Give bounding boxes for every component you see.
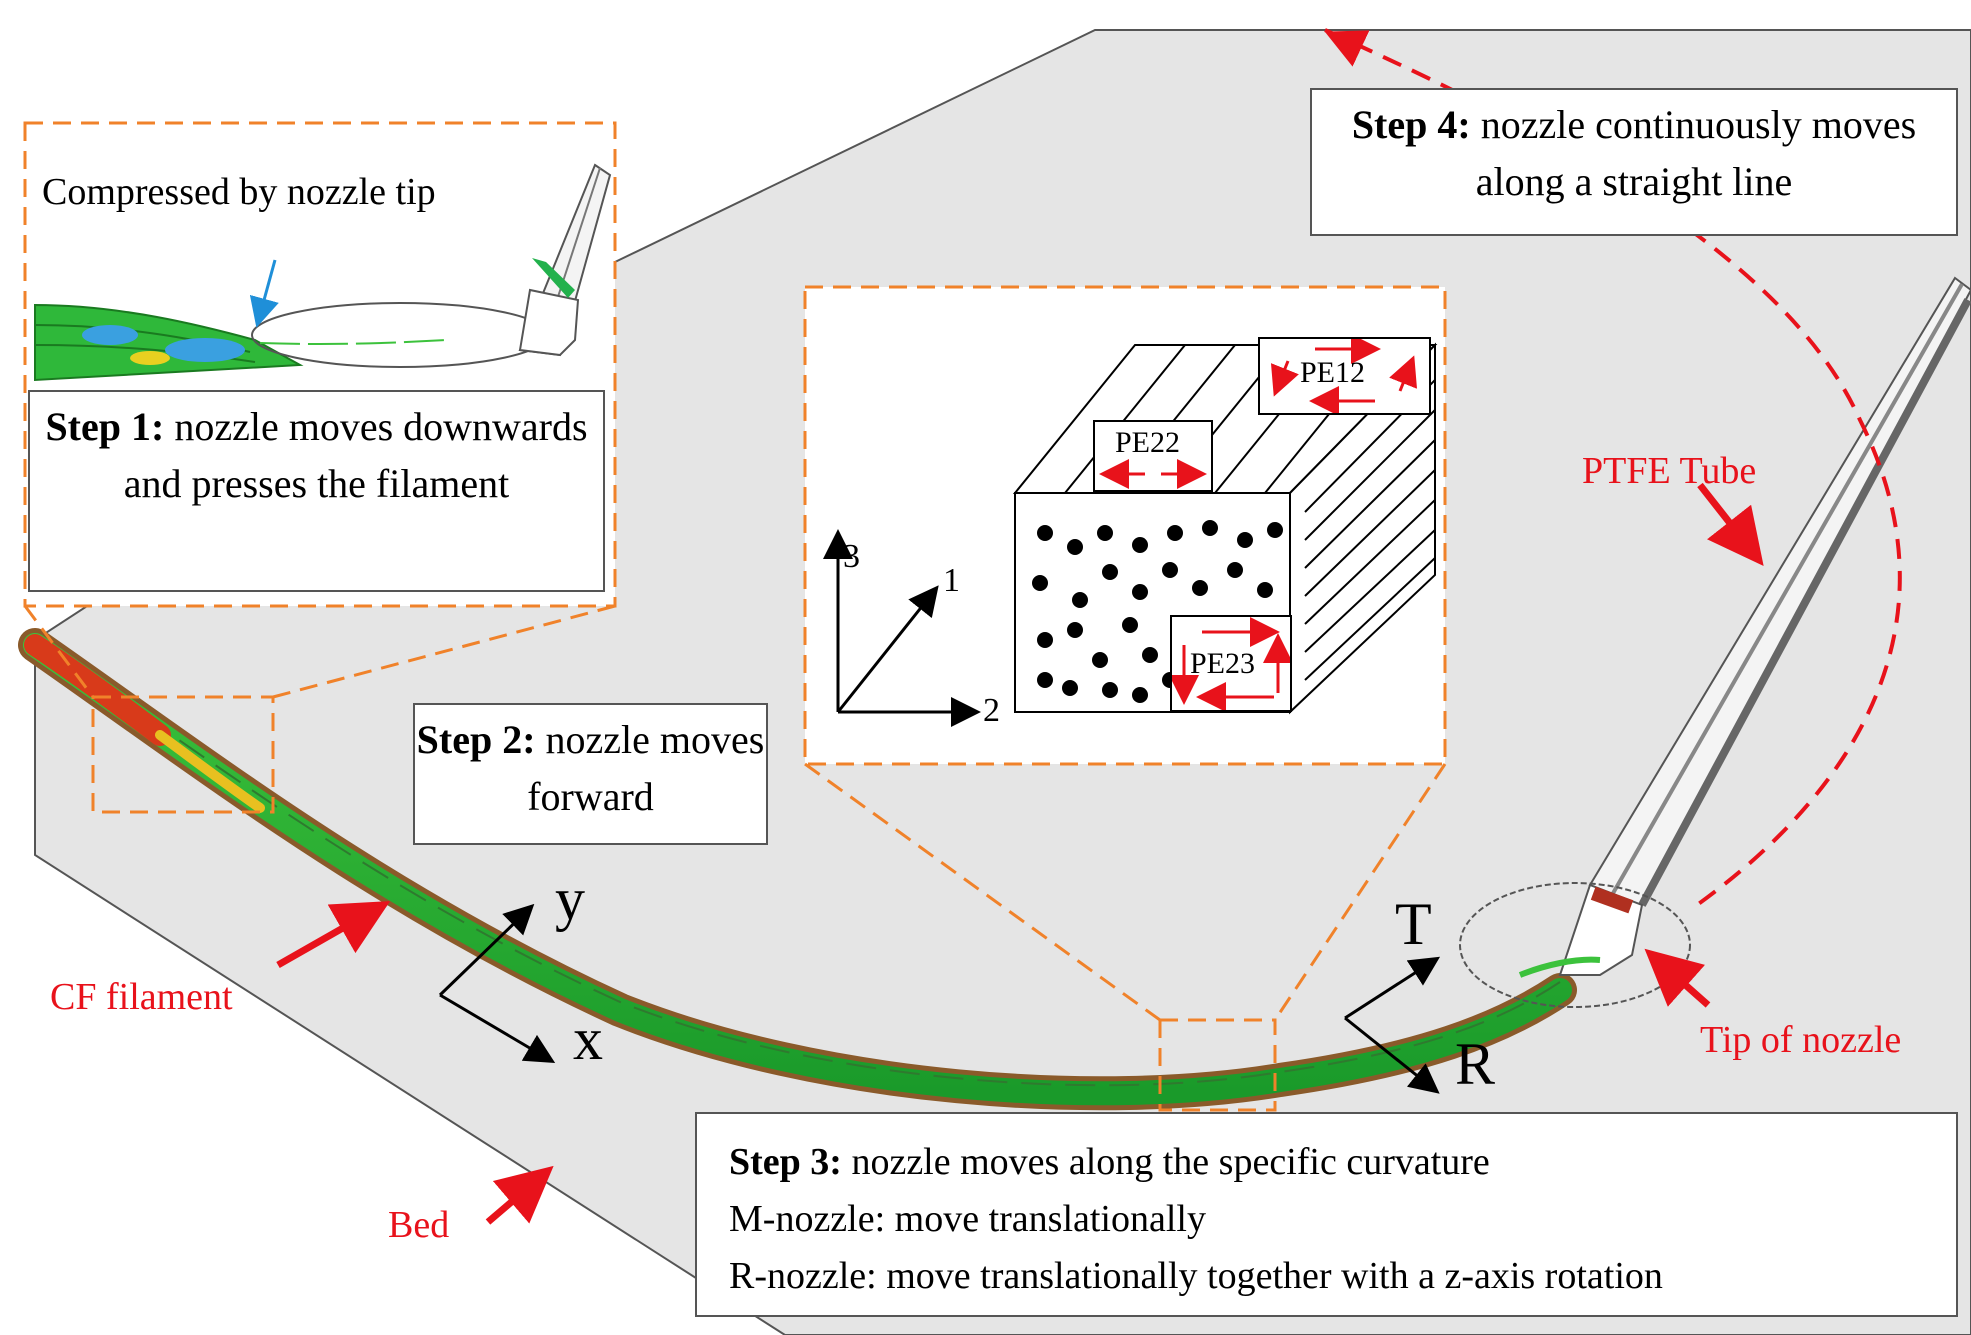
- pe22-arrows: [1099, 459, 1207, 489]
- pe22-label: PE22: [1115, 426, 1181, 459]
- step1-box: Step 1: nozzle moves downwards and press…: [28, 390, 605, 592]
- step3-line1: Step 3: nozzle moves along the specific …: [729, 1134, 1956, 1191]
- pe23-arrows: [1172, 617, 1290, 710]
- axis-t-label: T: [1395, 891, 1432, 957]
- step3-title: Step 3:: [729, 1141, 842, 1183]
- cf-filament-highlight: [34, 639, 1561, 1087]
- step1-zoom-source: [91, 695, 275, 814]
- step3-box: Step 3: nozzle moves along the specific …: [695, 1112, 1958, 1317]
- step3-line1-text: nozzle moves along the specific curvatur…: [851, 1141, 1490, 1183]
- step1-zoom-line-right: [272, 604, 616, 699]
- compress-arrow: [249, 259, 279, 328]
- step4-title: Step 4:: [1351, 102, 1471, 147]
- cf-filament-warm-start: [24, 634, 171, 746]
- bed-label: Bed: [388, 1204, 450, 1246]
- axis-3-label: 3: [843, 538, 860, 575]
- pe12-label: PE12: [1300, 356, 1366, 389]
- step1-inset-illustration: [34, 163, 612, 382]
- step4-arc-arrow: [1324, 30, 1370, 67]
- pe23-label: PE23: [1190, 647, 1256, 680]
- pe23-box: PE23: [1170, 615, 1292, 712]
- tip-of-nozzle-label: Tip of nozzle: [1700, 1019, 1902, 1061]
- xy-axes: [438, 903, 556, 1064]
- step4-box: Step 4: nozzle continuously moves along …: [1310, 88, 1958, 236]
- step2-title: Step 2:: [416, 717, 536, 762]
- step1-title: Step 1:: [45, 404, 165, 449]
- step1-text: nozzle moves downwards and presses the f…: [123, 404, 588, 506]
- cf-filament-label: CF filament: [50, 976, 233, 1018]
- step1-zoom-line-left: [23, 605, 95, 698]
- step3-line3: R-nozzle: move translationally together …: [729, 1255, 1663, 1297]
- pe12-arrows: [1270, 339, 1418, 413]
- tr-axes: [1344, 956, 1441, 1094]
- material-zoom-line-right: [1273, 763, 1447, 1021]
- cf-filament: [23, 633, 1572, 1106]
- cf-filament-yellow: [155, 730, 265, 813]
- pe12-box: PE12: [1258, 337, 1431, 415]
- callout-arrows: [276, 482, 1764, 1225]
- axis-r-label: R: [1455, 1031, 1496, 1097]
- axis-x-label: x: [573, 1006, 603, 1072]
- step3-line2: M-nozzle: move translationally: [729, 1198, 1206, 1240]
- step2-text: nozzle moves forward: [527, 717, 765, 819]
- step4-text: nozzle continuously moves along a straig…: [1475, 102, 1917, 204]
- material-zoom-source: [1158, 1018, 1277, 1112]
- axis-1-label: 1: [943, 562, 960, 599]
- compressed-label: Compressed by nozzle tip: [42, 171, 436, 213]
- axis-2-label: 2: [983, 692, 1000, 729]
- ptfe-tube-label: PTFE Tube: [1582, 450, 1757, 492]
- nozzle-tip-ellipse: [1459, 882, 1691, 1008]
- material-axes: [823, 529, 981, 727]
- nozzle-contact: [1518, 956, 1601, 978]
- material-zoom-line-left: [804, 762, 1161, 1022]
- pe22-box: PE22: [1093, 420, 1213, 492]
- axis-y-label: y: [555, 866, 585, 932]
- step2-box: Step 2: nozzle moves forward: [413, 703, 768, 845]
